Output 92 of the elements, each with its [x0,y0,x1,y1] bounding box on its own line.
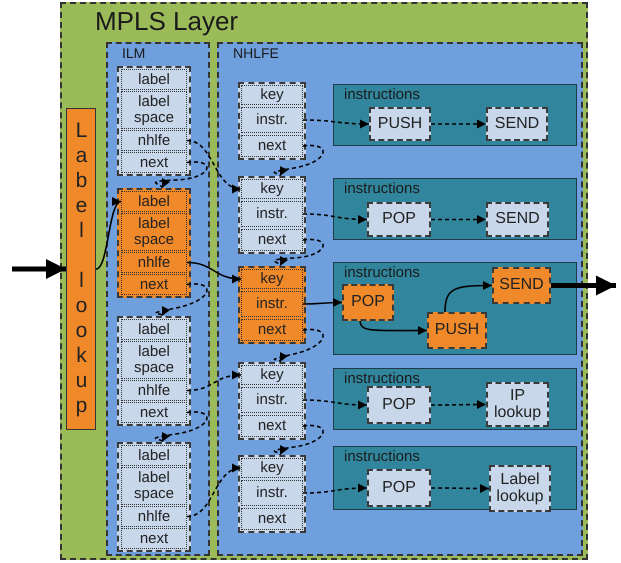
panel-title: ILM [122,46,146,60]
record-box [238,362,306,440]
operation-box: PUSH [427,312,487,349]
arrow [359,320,427,336]
record-box [117,66,191,176]
record-field: next [241,135,303,157]
instructions-panel [333,446,577,510]
record-field: next [121,152,187,173]
arrow [444,281,492,312]
record-box [238,82,306,160]
arrow [12,259,66,279]
arrow [274,424,324,456]
arrow [274,328,324,362]
record-field: label space [121,91,187,129]
arrow [186,140,242,192]
record-field: nhlfe [121,252,187,273]
panel-title: instructions [344,449,420,464]
panel-title: NHLFE [233,46,279,60]
arrow [551,276,616,296]
arrow [431,484,489,493]
record-field: label [121,69,187,90]
arrow [431,400,486,410]
panel-title: instructions [344,181,420,196]
operation-box: POP [342,284,394,321]
operation-box: POP [367,469,431,507]
operation-box: POP [367,202,431,237]
arrow [155,283,208,316]
arrow [431,215,486,224]
record-box [117,188,191,298]
record-field: label [121,445,187,466]
instructions-panel [333,262,577,355]
record-field: nhlfe [121,506,187,527]
arrow [274,238,324,266]
record-field: nhlfe [121,380,187,401]
table-panel [217,42,583,556]
instructions-panel [333,84,577,146]
record-field: next [241,508,303,530]
record-field: next [241,319,303,341]
panel-title: instructions [344,371,420,386]
arrow [303,298,342,308]
arrow [186,464,242,518]
record-field: next [121,402,187,423]
arrow [303,119,369,128]
panel-title: instructions [344,265,420,280]
arrow [186,370,242,392]
arrow [302,213,368,224]
record-box [117,442,191,552]
operation-box: SEND [486,107,548,141]
operation-box: SEND [492,267,551,304]
operation-box: Label lookup [489,465,551,512]
record-box [238,455,306,533]
operation-box: POP [367,386,431,424]
operation-box: SEND [486,202,549,237]
arrow [155,411,208,442]
operation-box: IP lookup [486,382,549,427]
table-panel [106,42,210,556]
arrow [155,161,208,188]
record-field: instr. [241,291,303,317]
record-field: instr. [241,107,303,133]
record-field: label [121,319,187,340]
arrow [274,144,324,176]
panel-title: instructions [344,87,420,102]
record-field: key [241,269,303,289]
record-field: nhlfe [121,130,187,151]
record-field: next [121,528,187,549]
operation-box: PUSH [369,107,431,141]
record-box [238,176,306,254]
record-field: label space [121,341,187,379]
record-box [238,266,306,344]
record-field: next [121,274,187,295]
arrow [431,120,486,128]
record-field: key [241,85,303,105]
record-box [117,316,191,426]
process-box: Label lookup [66,108,96,430]
arrow [302,399,368,410]
instructions-panel [333,368,577,430]
record-field: instr. [241,387,303,413]
arrow [186,262,242,284]
arrow [302,484,368,494]
layer-panel [60,2,588,560]
record-field: key [241,179,303,199]
layer-title: MPLS Layer [95,8,238,34]
record-field: label space [121,467,187,505]
record-field: next [241,229,303,251]
record-field: instr. [241,480,303,506]
record-field: label space [121,213,187,251]
record-field: key [241,365,303,385]
instructions-panel [333,178,577,240]
record-field: key [241,458,303,478]
record-field: next [241,415,303,437]
record-field: instr. [241,201,303,227]
record-field: label [121,191,187,212]
